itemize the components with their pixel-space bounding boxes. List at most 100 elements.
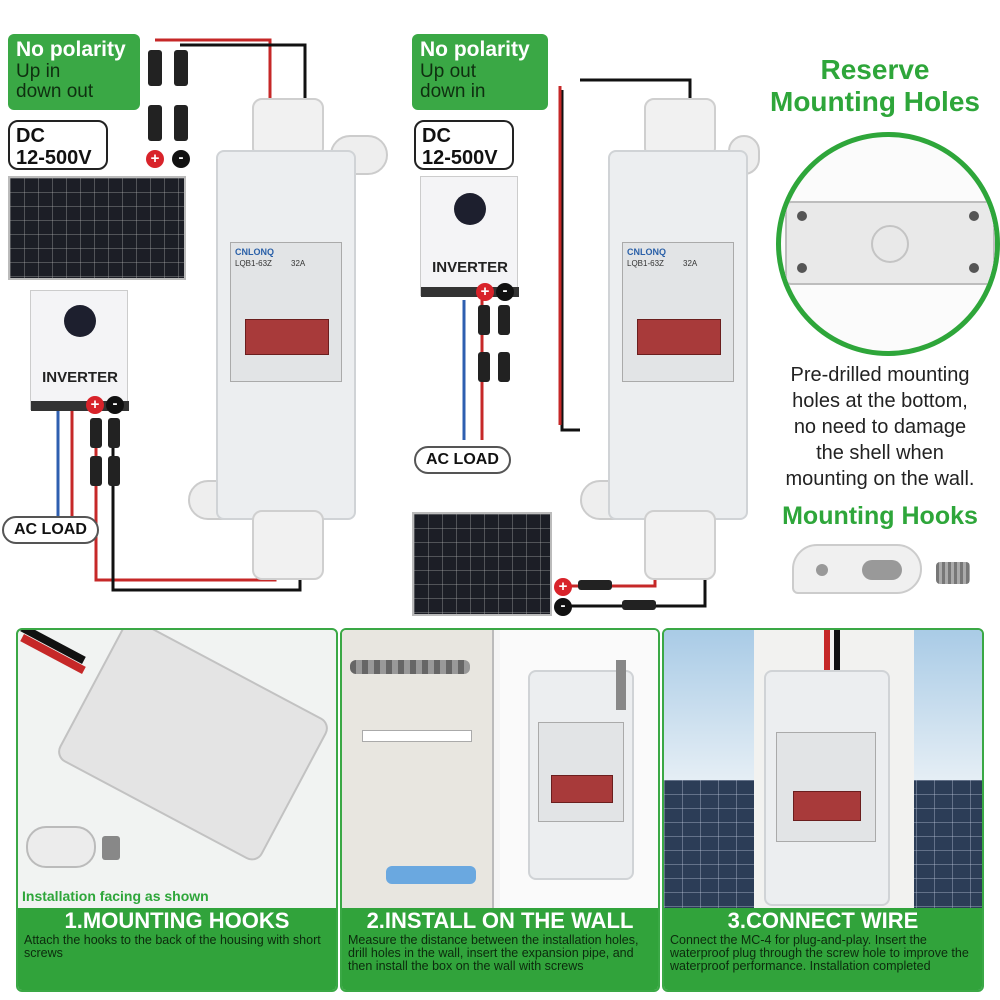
expansion-anchor-icon — [386, 866, 476, 884]
screw-icon — [936, 562, 970, 584]
reserve-title-line2: Mounting Holes — [770, 86, 980, 117]
dc-isolator-box: CNLONQ LQB1-63Z 32A — [608, 150, 748, 520]
installation-caption: Installation facing as shown — [22, 888, 209, 904]
mc4-connector-icon — [498, 305, 510, 335]
cable-gland-bottom — [644, 510, 716, 580]
mc4-connector-icon — [478, 352, 490, 382]
reserve-holes-description: Pre-drilled mounting holes at the bottom… — [760, 362, 1000, 492]
breaker-handle — [245, 319, 329, 355]
mc4-connector-icon — [622, 600, 656, 610]
negative-terminal-icon: - — [496, 283, 514, 301]
housing-back-image — [53, 630, 333, 865]
step-description: Measure the distance between the install… — [348, 933, 639, 973]
step-title: 3.CONNECT WIRE — [727, 908, 919, 933]
breaker-handle — [637, 319, 721, 355]
dc-voltage-box: DC 12-500V — [8, 120, 108, 170]
reserve-desc-line: the shell when — [816, 442, 944, 464]
reserve-title-line1: Reserve — [820, 54, 930, 85]
breaker-model: LQB1-63Z — [627, 259, 664, 268]
ac-load-box: AC LOAD — [414, 446, 511, 474]
inverter-unit: INVERTER — [420, 176, 519, 297]
mounting-holes-closeup — [776, 132, 1000, 356]
polarity-title: No polarity — [420, 38, 530, 61]
polarity-line2: down out — [16, 81, 94, 102]
circuit-breaker — [538, 722, 624, 822]
positive-terminal-icon: + — [554, 578, 572, 596]
screw-icon — [102, 836, 120, 860]
dc-label: DC — [422, 125, 451, 147]
dc-voltage-box: DC 12-500V — [414, 120, 514, 170]
mc4-connector-icon — [478, 305, 490, 335]
positive-terminal-icon: + — [476, 283, 494, 301]
polarity-line1: Up out — [420, 61, 476, 82]
cable-red-icon — [824, 630, 830, 670]
positive-terminal-icon: + — [146, 150, 164, 168]
cable-gland-top — [252, 98, 324, 158]
mc4-connector-icon — [148, 50, 162, 86]
drill-bit-icon — [350, 660, 470, 674]
step-banner: 2.INSTALL ON THE WALL Measure the distan… — [342, 908, 658, 990]
circuit-breaker: CNLONQ LQB1-63Z 32A — [622, 242, 734, 382]
ac-load-box: AC LOAD — [2, 516, 99, 544]
polarity-line1: Up in — [16, 61, 61, 82]
breaker-model: LQB1-63Z — [235, 259, 272, 268]
mc4-connector-icon — [174, 50, 188, 86]
right-wiring-diagram: No polarity Up out down in DC 12-500V IN… — [400, 0, 760, 620]
breaker-rating: 32A — [683, 259, 698, 268]
mounting-hole-icon — [969, 263, 979, 273]
hook-slot-icon — [862, 560, 902, 580]
cable-gland-top — [644, 98, 716, 158]
mounted-isolator-box — [528, 670, 634, 880]
reserve-desc-line: no need to damage — [793, 416, 967, 438]
mc4-connector-icon — [90, 418, 102, 448]
mc4-connector-icon — [498, 352, 510, 382]
step-title: 2.INSTALL ON THE WALL — [366, 908, 634, 933]
polarity-line2: down in — [420, 81, 486, 102]
mc4-connector-icon — [148, 105, 162, 141]
mc4-connector-icon — [108, 418, 120, 448]
step-panel-3: 3.CONNECT WIRE Connect the MC-4 for plug… — [662, 628, 984, 992]
step-title: 1.MOUNTING HOOKS — [64, 908, 290, 933]
no-polarity-tag: No polarity Up out down in — [412, 34, 548, 110]
polarity-title: No polarity — [16, 38, 126, 61]
circuit-breaker: CNLONQ LQB1-63Z 32A — [230, 242, 342, 382]
reserve-desc-line: Pre-drilled mounting — [790, 364, 970, 386]
step-panel-2: 2.INSTALL ON THE WALL Measure the distan… — [340, 628, 660, 992]
positive-terminal-icon: + — [86, 396, 104, 414]
left-wiring-diagram: No polarity Up in down out + - DC 12-500… — [0, 0, 400, 620]
dc-voltage: 12-500V — [16, 147, 92, 169]
cable-gland-bottom — [252, 510, 324, 580]
dc-label: DC — [16, 125, 45, 147]
breaker-brand: CNLONQ — [627, 247, 666, 257]
inverter-base — [421, 287, 519, 297]
breaker-rating: 32A — [291, 259, 306, 268]
reserve-desc-line: mounting on the wall. — [785, 468, 975, 490]
circuit-breaker — [776, 732, 876, 842]
step-description: Attach the hooks to the back of the hous… — [24, 933, 321, 960]
step-description: Connect the MC-4 for plug-and-play. Inse… — [670, 933, 969, 973]
hole-icon — [362, 730, 472, 742]
inverter-label: INVERTER — [432, 259, 508, 276]
mounting-hook-icon — [792, 544, 922, 594]
dc-voltage: 12-500V — [422, 147, 498, 169]
wall-cross-section — [342, 630, 494, 908]
breaker-handle — [551, 775, 613, 803]
features-column: Reserve Mounting Holes Pre-drilled mount… — [760, 0, 1000, 620]
negative-terminal-icon: - — [106, 396, 124, 414]
mc4-connector-icon — [108, 456, 120, 486]
mounting-hook-icon — [26, 826, 96, 868]
cable-black-icon — [834, 630, 840, 670]
mc4-connector-icon — [578, 580, 612, 590]
housing-back-plate — [785, 201, 995, 285]
breaker-handle — [793, 791, 861, 821]
mounting-hole-icon — [797, 211, 807, 221]
screw-icon — [616, 660, 626, 710]
negative-terminal-icon: - — [554, 598, 572, 616]
no-polarity-tag: No polarity Up in down out — [8, 34, 140, 110]
negative-terminal-icon: - — [172, 150, 190, 168]
mounting-hole-icon — [797, 263, 807, 273]
step-banner: 1.MOUNTING HOOKS Attach the hooks to the… — [18, 908, 336, 990]
solar-panel — [412, 512, 552, 616]
center-boss — [871, 225, 909, 263]
mc4-connector-icon — [90, 456, 102, 486]
